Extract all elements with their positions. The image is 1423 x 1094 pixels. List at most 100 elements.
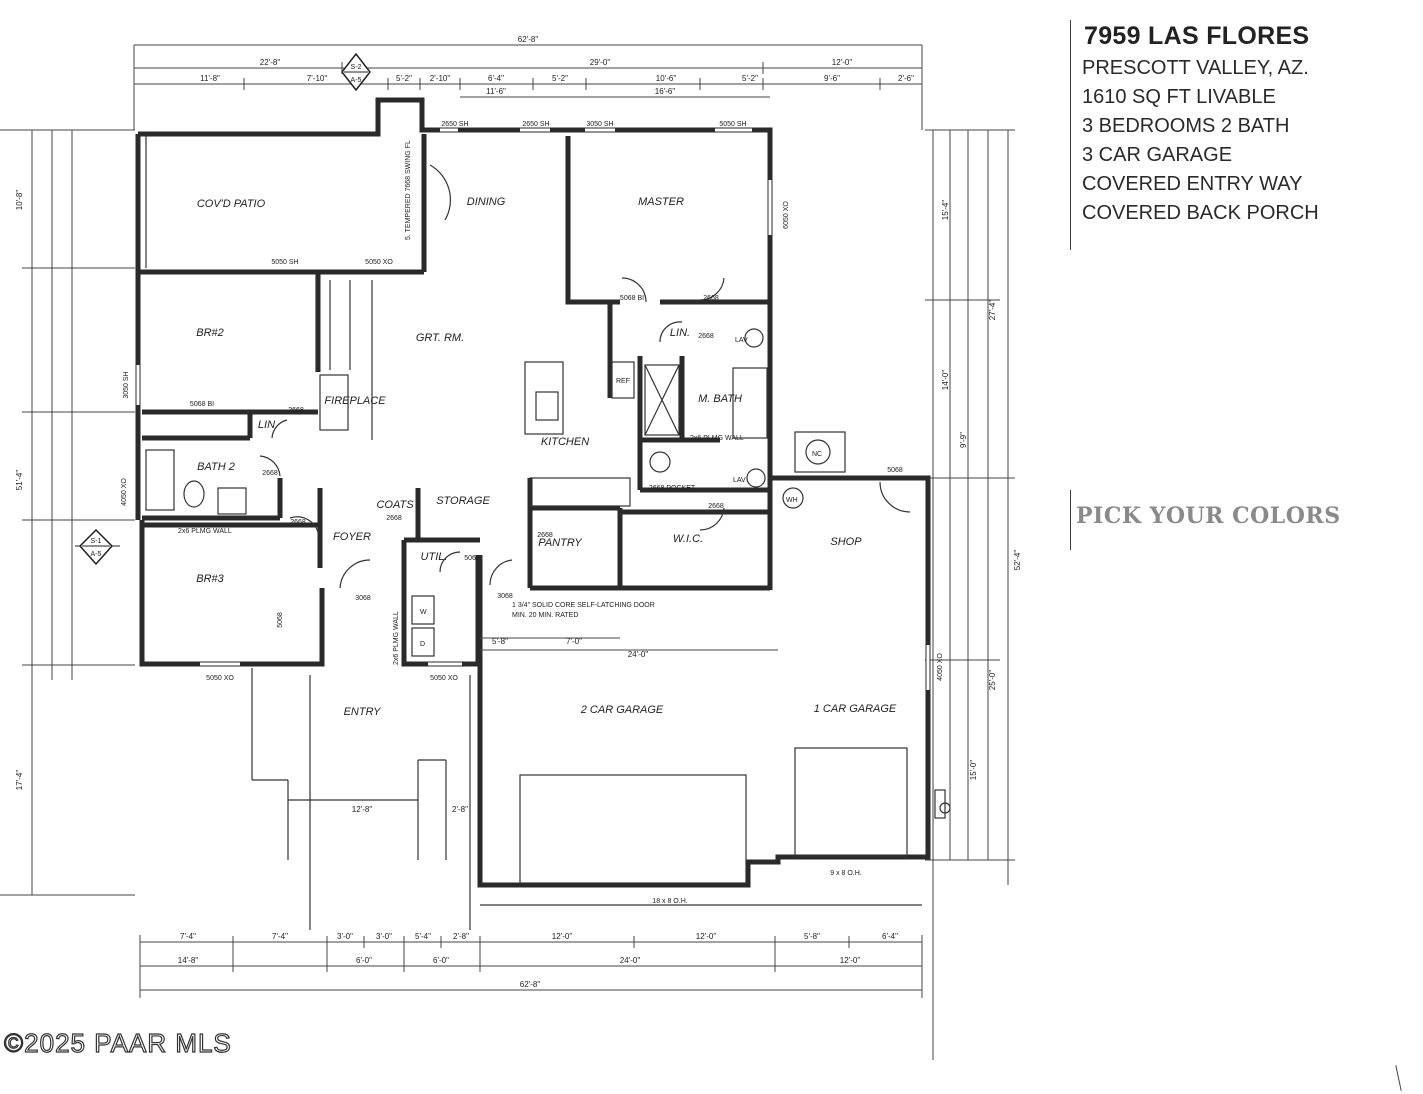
room-br2: BR#2 <box>196 327 224 339</box>
note-garage-door-2: MIN. 20 MIN. RATED <box>512 612 578 619</box>
room-labels: COV'D PATIO DINING MASTER BR#2 GRT. RM. … <box>196 196 897 718</box>
note-stair: 5. TEMPERED 7668 SWING FL <box>405 140 412 240</box>
walls <box>135 97 931 888</box>
room-linen-1: LIN. <box>258 419 278 431</box>
dim-left-a: 10'-8" <box>15 190 24 211</box>
room-dining: DINING <box>467 196 506 208</box>
door-callout: 2668 <box>386 515 402 522</box>
door-callout: 5068 BI <box>620 295 644 302</box>
section-s1-label: S-1 <box>91 538 102 545</box>
room-kitchen: KITCHEN <box>541 436 589 448</box>
dim-bot-f6: 2'-8" <box>453 932 469 941</box>
room-linen-2: LIN. <box>670 327 690 339</box>
notes: 1 3/4" SOLID CORE SELF-LATCHING DOOR MIN… <box>178 140 822 814</box>
room-master: MASTER <box>638 196 684 208</box>
label-lav: LAV <box>733 477 746 484</box>
left-dimensions: 10'-8" 51'-4" 17'-4" <box>0 129 135 896</box>
note-plmg-wall: 2x6 PLMG WALL <box>393 611 400 665</box>
dim-top-a: 22'-8" <box>260 58 281 67</box>
dim-bot-f4: 3'-0" <box>376 932 392 941</box>
door-callout: 2668 <box>262 470 278 477</box>
dim-top-d9: 9'-6" <box>824 74 840 83</box>
dim-top-d4: 2'-10" <box>430 74 451 83</box>
dim-right-b: 25'-0" <box>988 670 997 691</box>
room-util: UTIL. <box>421 551 448 563</box>
dim-entry-b: 2'-8" <box>452 805 468 814</box>
dim-bot-f7: 12'-0" <box>552 932 573 941</box>
dim-bot-f1: 7'-4" <box>180 932 196 941</box>
dim-bot-e: 12'-0" <box>840 956 861 965</box>
door-callout: 3068 <box>497 593 513 600</box>
dim-bot-a: 14'-8" <box>178 956 199 965</box>
dim-garage-a: 5'-8" <box>492 637 508 646</box>
dim-top-e1: 11'-6" <box>486 87 506 96</box>
window-door-callouts: 5050 SH 5050 XO 2650 SH 2650 SH 3050 SH … <box>121 121 944 905</box>
dim-bot-f9: 5'-8" <box>804 932 820 941</box>
label-lav: LAV <box>735 337 748 344</box>
room-entry: ENTRY <box>344 706 382 718</box>
room-great-room: GRT. RM. <box>416 332 464 344</box>
listing-feature: 3 CAR GARAGE <box>1082 144 1233 166</box>
label-nc: NC <box>812 451 822 458</box>
dim-left-total: 51'-4" <box>15 470 24 491</box>
right-dimensions: 15'-4" 14'-0" 9'-9" 27'-4" 52'-4" 25'-0"… <box>925 129 1022 1060</box>
dim-bot-f8: 12'-0" <box>696 932 717 941</box>
label-dryer: D <box>420 641 425 648</box>
section-s1-sheet: A-5 <box>91 551 102 558</box>
dim-top-b: 29'-0" <box>590 58 611 67</box>
window-callout: 5050 XO <box>365 259 393 266</box>
room-storage: STORAGE <box>436 495 490 507</box>
room-bath2: BATH 2 <box>197 461 235 473</box>
room-shop: SHOP <box>830 536 862 548</box>
window-callout: 2650 SH <box>441 121 468 128</box>
dim-top-d1: 11'-8" <box>200 74 220 83</box>
thin-lines <box>136 128 951 930</box>
window-callout: 4050 XO <box>937 653 944 681</box>
door-callout: 2668 <box>537 532 553 539</box>
scan-edge-line <box>1070 20 1071 250</box>
dim-right-d: 15'-4" <box>941 200 950 221</box>
garage-door-callout: 18 x 8 O.H. <box>652 898 687 905</box>
dim-entry-a: 12'-8" <box>352 805 373 814</box>
dim-left-b: 17'-4" <box>15 770 24 791</box>
door-callout: 5068 <box>887 467 903 474</box>
dim-overall-top: 62'-8" <box>518 35 539 44</box>
scan-edge-line <box>1070 490 1071 550</box>
room-foyer: FOYER <box>333 531 371 543</box>
dim-garage-width: 24'-0" <box>628 650 649 659</box>
door-callout: 2668 POCKET <box>649 485 696 492</box>
dim-top-d6: 5'-2" <box>552 74 568 83</box>
dim-right-e: 14'-0" <box>941 370 950 391</box>
label-washer: W <box>420 609 427 616</box>
section-s2-sheet: A-5 <box>351 77 362 84</box>
dim-top-d8: 5'-2" <box>742 74 758 83</box>
listing-info-panel: 7959 LAS FLORES PRESCOTT VALLEY, AZ. 161… <box>1082 22 1412 231</box>
window-callout: 5050 XO <box>206 675 234 682</box>
window-callout: 5050 XO <box>430 675 458 682</box>
dim-bot-c: 6'-0" <box>433 956 449 965</box>
dim-top-c: 12'-0" <box>832 58 853 67</box>
dim-top-d2: 7'-10" <box>307 74 328 83</box>
dim-top-d3: 5'-2" <box>396 74 412 83</box>
listing-city-state: PRESCOTT VALLEY, AZ. <box>1082 57 1309 79</box>
room-covd-patio: COV'D PATIO <box>197 198 266 210</box>
section-marker-s2: S-2 A-5 <box>341 52 371 92</box>
dim-bot-f5: 5'-4" <box>415 932 431 941</box>
mls-watermark: ©2025 PAAR MLS <box>3 1027 232 1058</box>
dim-bot-f2: 7'-4" <box>272 932 288 941</box>
room-coats: COATS <box>376 499 414 511</box>
garage-door-callout: 9 x 8 O.H. <box>830 870 862 877</box>
section-marker-s1: S-1 A-5 <box>75 528 120 566</box>
dim-bot-f3: 3'-0" <box>337 932 353 941</box>
listing-address: 7959 LAS FLORES <box>1084 22 1310 50</box>
room-1car-garage: 1 CAR GARAGE <box>814 703 897 715</box>
window-callout: 3050 SH <box>123 371 130 398</box>
door-callout: 2668 <box>703 295 719 302</box>
dim-bot-f10: 6'-4" <box>882 932 898 941</box>
door-callout: 2668 <box>708 503 724 510</box>
listing-feature: 3 BEDROOMS 2 BATH <box>1082 115 1290 137</box>
window-callout: 2650 SH <box>522 121 549 128</box>
dim-bot-d: 24'-0" <box>620 956 641 965</box>
dim-right-a: 27'-4" <box>988 300 997 321</box>
